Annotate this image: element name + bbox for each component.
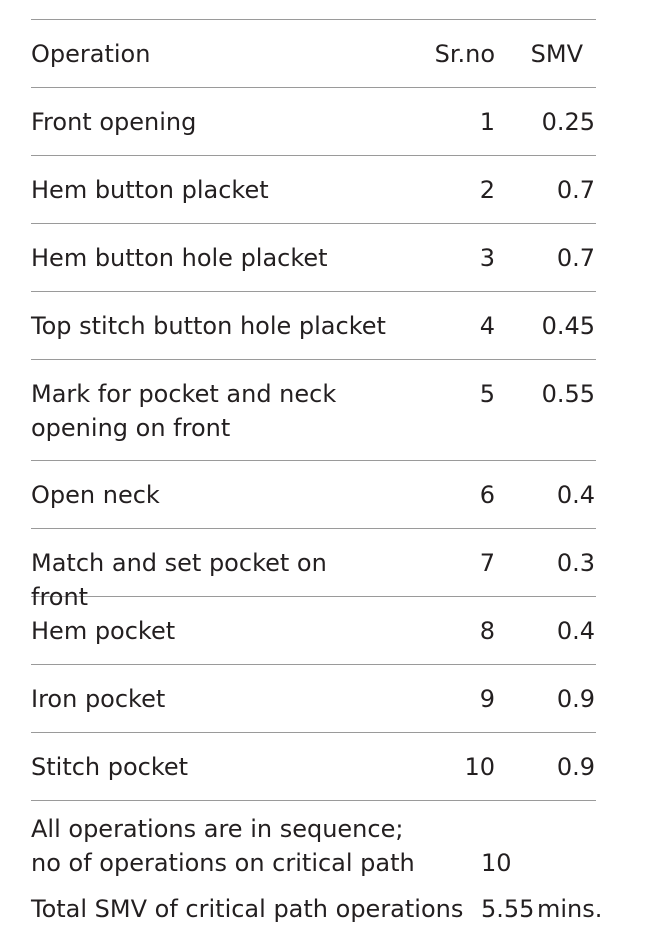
smv-cell: 0.9 <box>556 685 595 713</box>
smv-cell: 0.3 <box>556 549 595 577</box>
sr-no-cell: 7 <box>479 549 495 577</box>
smv-cell: 0.4 <box>556 481 595 509</box>
critical-path-count: 10 <box>481 849 512 877</box>
table-row: Top stitch button hole placket 4 0.45 <box>31 292 596 360</box>
total-smv-value: 5.55 <box>481 895 535 923</box>
sr-no-cell: 4 <box>479 312 495 340</box>
table-row: Hem button placket 2 0.7 <box>31 156 596 224</box>
header-smv: SMV <box>530 40 583 68</box>
table-row: Open neck 6 0.4 <box>31 461 596 529</box>
sr-no-cell: 9 <box>479 685 495 713</box>
sr-no-cell: 1 <box>479 108 495 136</box>
smv-cell: 0.7 <box>556 176 595 204</box>
operation-cell: Hem pocket <box>31 617 176 645</box>
table-row: Mark for pocket and neck opening on fron… <box>31 360 596 461</box>
smv-cell: 0.7 <box>556 244 595 272</box>
operations-table: Operation Sr.no SMV Front opening 1 0.25… <box>31 19 602 931</box>
critical-path-label: no of operations on critical path <box>31 849 415 877</box>
smv-cell: 0.4 <box>556 617 595 645</box>
top-rule <box>31 19 596 20</box>
operation-cell: Mark for pocket and neck opening on fron… <box>31 380 337 442</box>
sr-no-cell: 6 <box>479 481 495 509</box>
smv-cell: 0.55 <box>541 380 595 408</box>
smv-cell: 0.25 <box>541 108 595 136</box>
table-row: Front opening 1 0.25 <box>31 88 596 156</box>
operation-cell: Stitch pocket <box>31 753 189 781</box>
table-row: Hem pocket 8 0.4 <box>31 597 596 665</box>
operation-cell: Hem button hole placket <box>31 244 328 272</box>
table-row: Match and set pocket on front 7 0.3 <box>31 529 596 611</box>
total-smv-unit: mins. <box>537 895 603 923</box>
table-footer: All operations are in sequence; no of op… <box>31 801 602 931</box>
sr-no-cell: 3 <box>479 244 495 272</box>
header-sr-no: Sr.no <box>434 40 495 68</box>
sequence-note: All operations are in sequence; <box>31 815 404 843</box>
table-row: Iron pocket 9 0.9 <box>31 665 596 733</box>
operation-cell: Hem button placket <box>31 176 269 204</box>
operation-cell: Front opening <box>31 108 197 136</box>
operation-cell: Iron pocket <box>31 685 166 713</box>
table-row: Hem button hole placket 3 0.7 <box>31 224 596 292</box>
operation-cell: Top stitch button hole placket <box>31 312 386 340</box>
sr-no-cell: 5 <box>479 380 495 408</box>
table-row: Stitch pocket 10 0.9 <box>31 733 596 801</box>
smv-cell: 0.9 <box>556 753 595 781</box>
smv-cell: 0.45 <box>541 312 595 340</box>
sr-no-cell: 2 <box>479 176 495 204</box>
table-header-row: Operation Sr.no SMV <box>31 20 596 88</box>
operation-cell: Match and set pocket on front <box>31 549 327 611</box>
operation-cell: Open neck <box>31 481 160 509</box>
sr-no-cell: 10 <box>464 753 495 781</box>
header-operation: Operation <box>31 40 151 68</box>
total-smv-label: Total SMV of critical path operations <box>31 895 464 923</box>
sr-no-cell: 8 <box>479 617 495 645</box>
